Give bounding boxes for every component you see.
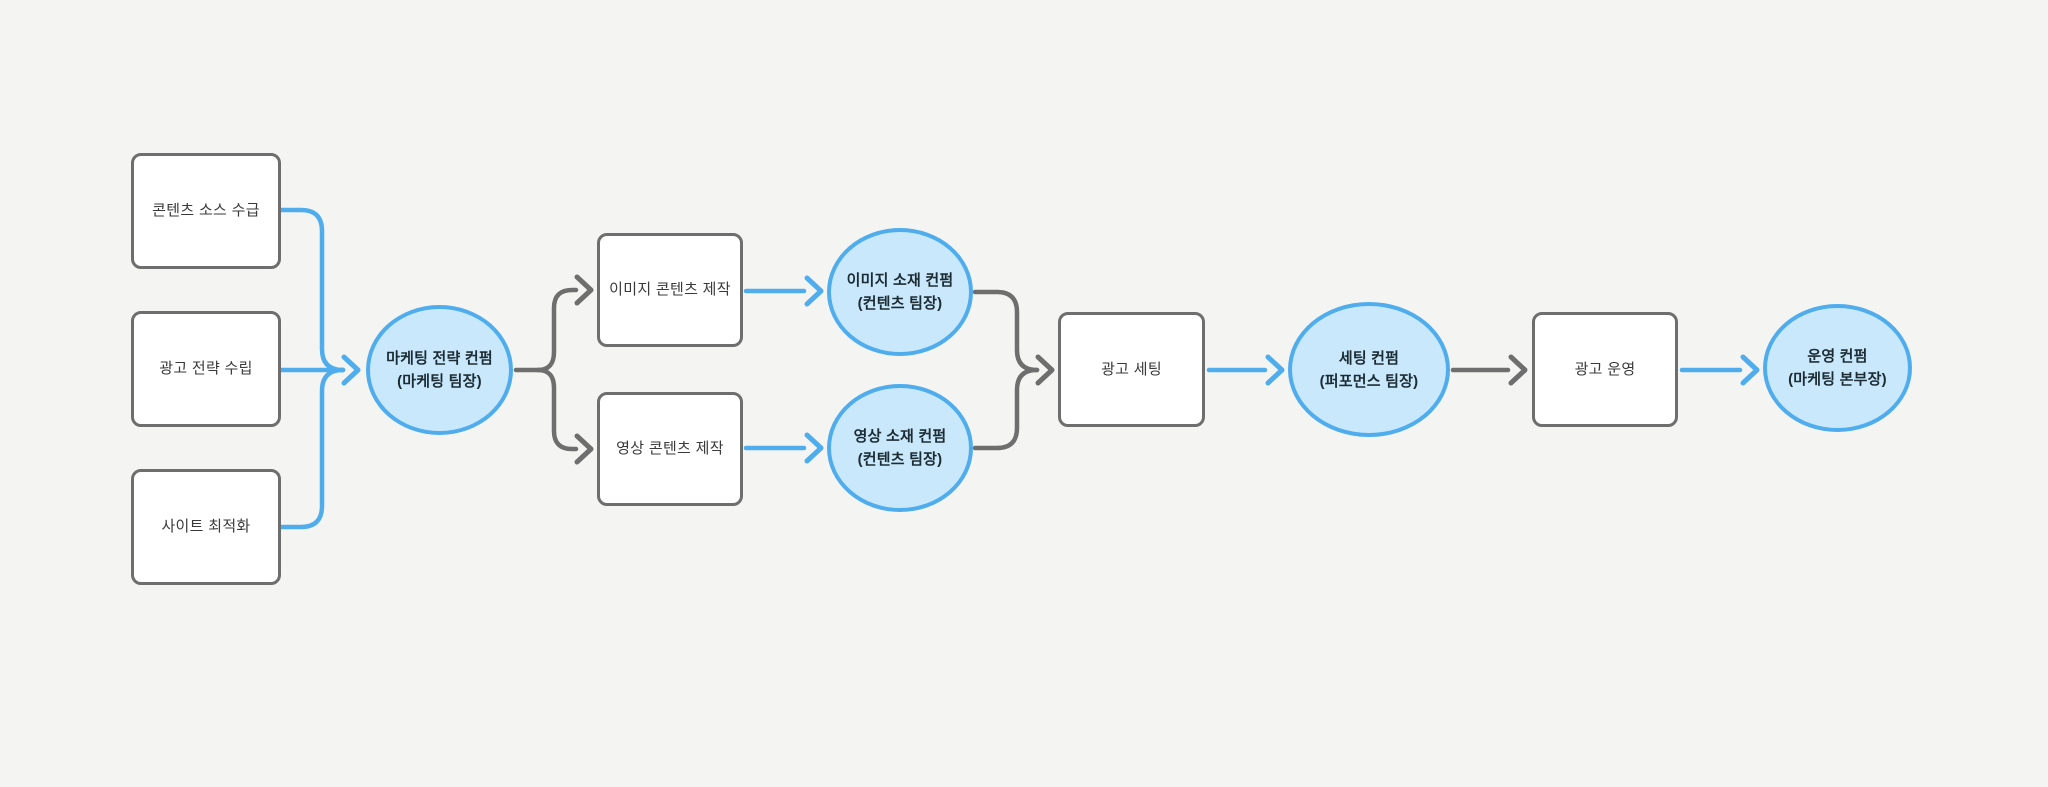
arrowhead-into-operation-confirm (1740, 354, 1760, 386)
node-image-confirm-line2: (컨텐츠 팀장) (857, 295, 943, 312)
edge-marketing-confirm-to-video-production (535, 367, 579, 452)
node-ad-operation-label: 광고 운영 (1574, 360, 1636, 378)
node-video-production-label: 영상 콘텐츠 제작 (616, 440, 724, 457)
node-video-confirm: 영상 소재 컨펌 (컨텐츠 팀장) (827, 384, 973, 512)
edge-content-source-to-marketing-confirm (278, 207, 346, 373)
node-image-production: 이미지 콘텐츠 제작 (597, 233, 743, 347)
node-marketing-confirm-line2: (마케팅 팀장) (397, 373, 482, 390)
edge-site-optimization-to-marketing-confirm (278, 367, 346, 530)
node-content-source: 콘텐츠 소스 수급 (131, 153, 281, 269)
node-image-confirm-line1: 이미지 소재 컨펌 (846, 272, 954, 289)
node-operation-confirm: 운영 컨펌 (마케팅 본부장) (1763, 304, 1912, 432)
node-site-optimization-label: 사이트 최적화 (161, 518, 251, 535)
arrowhead-into-video-confirm (804, 432, 824, 464)
edge-image-confirm-to-ad-setting (972, 289, 1040, 373)
node-operation-confirm-line2: (마케팅 본부장) (1788, 371, 1887, 388)
node-setting-confirm-line2: (퍼포먼스 팀장) (1319, 372, 1419, 390)
node-video-confirm-line1: 영상 소재 컨펌 (853, 428, 947, 445)
node-ad-strategy-label: 광고 전략 수립 (159, 360, 253, 377)
node-ad-setting: 광고 세팅 (1058, 312, 1205, 427)
node-content-source-label: 콘텐츠 소스 수급 (152, 202, 260, 219)
node-image-confirm: 이미지 소재 컨펌 (컨텐츠 팀장) (827, 228, 973, 356)
arrowhead-into-ad-setting (1035, 354, 1055, 386)
arrowhead-into-image-production (574, 274, 594, 306)
node-ad-setting-label: 광고 세팅 (1101, 360, 1162, 378)
node-site-optimization: 사이트 최적화 (131, 469, 281, 585)
arrowhead-into-image-confirm (804, 275, 824, 307)
node-image-production-label: 이미지 콘텐츠 제작 (609, 281, 731, 298)
node-marketing-confirm: 마케팅 전략 컨펌 (마케팅 팀장) (366, 305, 513, 435)
arrowhead-into-ad-operation (1508, 354, 1528, 386)
edge-video-confirm-to-ad-setting (972, 367, 1040, 451)
node-ad-strategy: 광고 전략 수립 (131, 311, 281, 427)
node-video-production: 영상 콘텐츠 제작 (597, 392, 743, 506)
node-setting-confirm: 세팅 컨펌 (퍼포먼스 팀장) (1288, 302, 1450, 437)
node-marketing-confirm-line1: 마케팅 전략 컨펌 (386, 350, 493, 367)
arrowhead-into-video-production (574, 433, 594, 465)
arrowhead-into-setting-confirm (1265, 354, 1285, 386)
node-operation-confirm-line1: 운영 컨펌 (1807, 348, 1868, 365)
node-video-confirm-line2: (컨텐츠 팀장) (857, 451, 943, 468)
node-setting-confirm-line1: 세팅 컨펌 (1338, 349, 1400, 367)
edge-marketing-confirm-to-image-production (535, 287, 579, 373)
node-ad-operation: 광고 운영 (1532, 312, 1678, 427)
arrowhead-into-marketing-confirm (341, 354, 361, 386)
